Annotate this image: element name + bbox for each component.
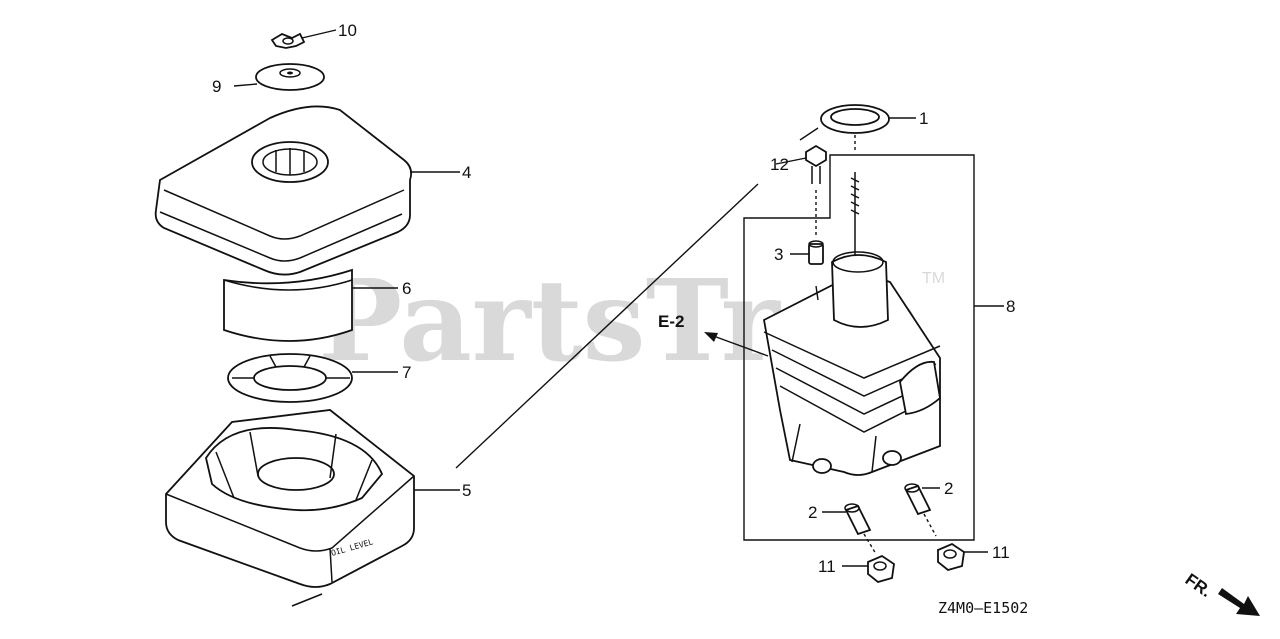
diagram-code: Z4M0—E1502 — [938, 599, 1028, 617]
leader-seal-washer — [233, 83, 258, 87]
reference-arrow-head — [704, 332, 718, 342]
align-mark-top — [799, 127, 819, 141]
direction-label: FR. — [1182, 570, 1215, 601]
direction-arrow-icon — [1218, 588, 1260, 616]
pipe-left-part — [844, 503, 877, 555]
seal-washer-part — [255, 63, 325, 91]
air-cleaner-cover-part — [154, 105, 413, 276]
callout-cap-left: 11 — [818, 557, 836, 576]
callout-gasket-ring: 1 — [919, 109, 928, 128]
callout-cover: 4 — [462, 163, 471, 182]
reference-label: E-2 — [658, 312, 684, 331]
leader-wing-nut — [301, 29, 337, 39]
callout-elbow-assembly: 8 — [1006, 297, 1015, 316]
callout-cap-right: 11 — [992, 543, 1010, 562]
air-element-part — [223, 268, 353, 342]
cap-right-part — [937, 542, 965, 571]
wing-nut-part — [270, 32, 306, 49]
collar-part — [808, 240, 824, 265]
callout-collar: 3 — [774, 245, 783, 264]
reference-arrow-line — [707, 333, 769, 357]
callout-bolt: 12 — [770, 155, 789, 174]
gasket-ring-part — [820, 104, 890, 134]
callout-grommet: 7 — [402, 363, 411, 382]
callout-seal-washer: 9 — [212, 77, 221, 96]
callout-wing-nut: 10 — [338, 21, 357, 40]
pipe-right-part — [904, 483, 937, 537]
callout-pipe-right: 2 — [944, 479, 953, 498]
bolt-part — [805, 144, 827, 236]
watermark-tm: TM — [922, 270, 945, 287]
elbow-body-part — [762, 251, 941, 476]
air-cleaner-case-part — [165, 409, 415, 607]
leader-bolt — [775, 157, 807, 165]
callout-pipe-left: 2 — [808, 503, 817, 522]
cap-left-part — [867, 554, 895, 583]
callout-air-element: 6 — [402, 279, 411, 298]
callout-case: 5 — [462, 481, 471, 500]
stud-part — [850, 135, 860, 262]
assembly-bracket — [743, 154, 975, 541]
grommet-part — [227, 353, 353, 403]
connection-line — [455, 183, 759, 469]
